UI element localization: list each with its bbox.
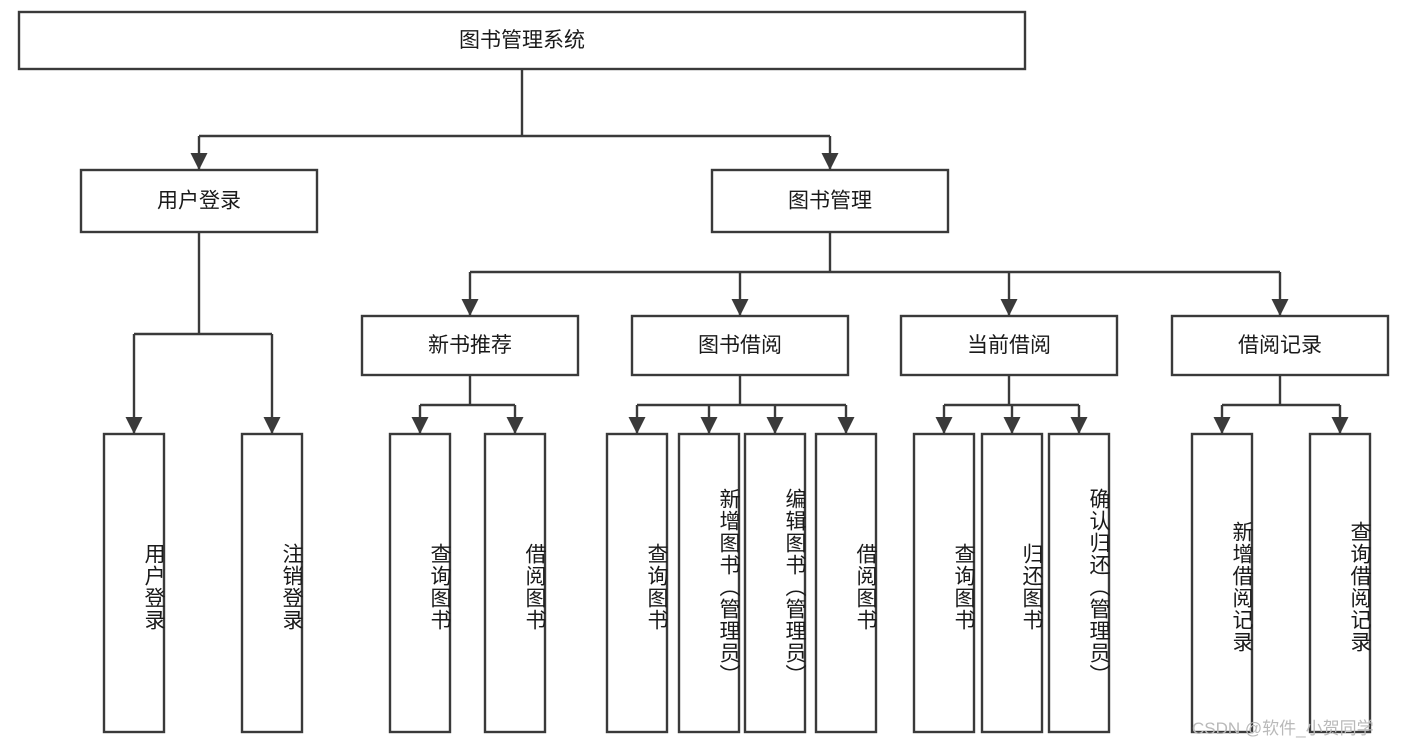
connector-group-book-borrow (628, 375, 855, 434)
node-label-book-borrow: 图书借阅 (698, 334, 782, 357)
node-label-new-book-recommend: 新书推荐 (428, 334, 512, 357)
watermark-text: CSDN @软件_小贺同学 (1192, 719, 1374, 738)
node-box-user-login (79, 168, 319, 234)
node-box-leaf-query-book-recommend (388, 432, 452, 734)
node-label-current-borrow: 当前借阅 (967, 334, 1051, 357)
node-borrow-records[interactable]: 借阅记录 (1170, 314, 1390, 377)
node-leaf-query-book-current[interactable] (912, 432, 976, 734)
node-box-leaf-return-book (980, 432, 1044, 734)
node-leaf-query-book-recommend[interactable] (388, 432, 452, 734)
arrow-head-icon (700, 417, 718, 434)
node-box-leaf-borrow-book (814, 432, 878, 734)
node-box-leaf-add-borrow-record (1190, 432, 1254, 734)
node-box-leaf-edit-book-admin (743, 432, 807, 734)
node-box-book-borrow (630, 314, 850, 377)
node-leaf-edit-book-admin[interactable] (743, 432, 807, 734)
arrow-head-icon (461, 299, 479, 316)
arrow-head-icon (506, 417, 524, 434)
node-leaf-logout[interactable] (240, 432, 304, 734)
node-leaf-query-book-borrow[interactable] (605, 432, 669, 734)
node-box-new-book-recommend (360, 314, 580, 377)
arrow-head-icon (411, 417, 429, 434)
connector-group-user-login (125, 232, 281, 434)
node-leaf-borrow-book[interactable] (814, 432, 878, 734)
arrow-head-icon (190, 153, 208, 170)
node-box-current-borrow (899, 314, 1119, 377)
node-current-borrow[interactable]: 当前借阅 (899, 314, 1119, 377)
connector-group-current-borrow (935, 375, 1088, 434)
arrow-head-icon (766, 417, 784, 434)
node-user-login[interactable]: 用户登录 (79, 168, 319, 234)
node-box-leaf-query-borrow-record (1308, 432, 1372, 734)
arrow-head-icon (837, 417, 855, 434)
node-box-leaf-logout (240, 432, 304, 734)
node-label-borrow-records: 借阅记录 (1238, 334, 1322, 357)
arrow-head-icon (1000, 299, 1018, 316)
connector-group-book-management (461, 232, 1289, 316)
node-box-leaf-query-book-borrow (605, 432, 669, 734)
node-new-book-recommend[interactable]: 新书推荐 (360, 314, 580, 377)
node-root[interactable]: 图书管理系统 (17, 10, 1027, 71)
arrow-head-icon (1271, 299, 1289, 316)
arrow-head-icon (1331, 417, 1349, 434)
node-label-book-management: 图书管理 (788, 190, 872, 213)
arrow-head-icon (125, 417, 143, 434)
node-box-root (17, 10, 1027, 71)
arrow-head-icon (935, 417, 953, 434)
node-leaf-borrow-book-recommend[interactable] (483, 432, 547, 734)
node-leaf-add-borrow-record[interactable] (1190, 432, 1254, 734)
node-box-book-management (710, 168, 950, 234)
node-book-borrow[interactable]: 图书借阅 (630, 314, 850, 377)
node-book-management[interactable]: 图书管理 (710, 168, 950, 234)
connector-group-borrow-records (1213, 375, 1349, 434)
arrow-head-icon (821, 153, 839, 170)
node-box-leaf-borrow-book-recommend (483, 432, 547, 734)
node-box-borrow-records (1170, 314, 1390, 377)
connector-group-new-book-recommend (411, 375, 524, 434)
node-box-leaf-user-login (102, 432, 166, 734)
arrow-head-icon (1003, 417, 1021, 434)
arrow-head-icon (731, 299, 749, 316)
node-label-root: 图书管理系统 (459, 29, 585, 52)
node-label-user-login: 用户登录 (157, 190, 241, 213)
arrow-head-icon (1213, 417, 1231, 434)
node-box-leaf-query-book-current (912, 432, 976, 734)
node-leaf-return-book[interactable] (980, 432, 1044, 734)
node-leaf-add-book-admin[interactable] (677, 432, 741, 734)
arrow-head-icon (263, 417, 281, 434)
node-leaf-query-borrow-record[interactable] (1308, 432, 1372, 734)
node-box-leaf-add-book-admin (677, 432, 741, 734)
node-leaf-confirm-return-admin[interactable] (1047, 432, 1111, 734)
connector-group-root (190, 69, 839, 170)
node-leaf-user-login[interactable] (102, 432, 166, 734)
arrow-head-icon (628, 417, 646, 434)
connectors-layer (125, 69, 1349, 434)
arrow-head-icon (1070, 417, 1088, 434)
node-box-leaf-confirm-return-admin (1047, 432, 1111, 734)
